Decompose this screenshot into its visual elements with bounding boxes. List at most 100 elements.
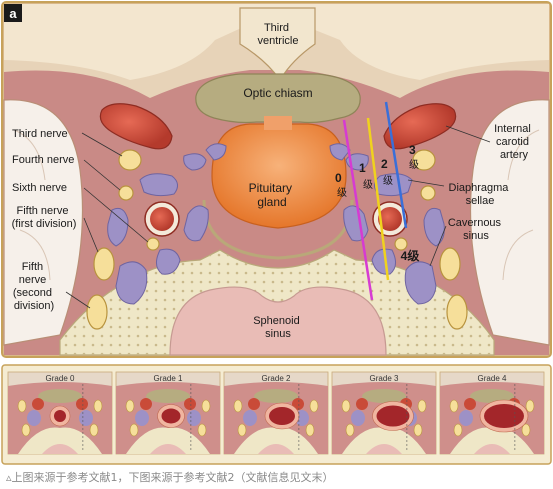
grade-thumbnail-nerve <box>237 423 247 437</box>
sixth-nerve-label: Sixth nerve <box>12 182 67 194</box>
grade-thumbnail-sinus <box>366 444 402 454</box>
grade-thumbnail-nerve <box>197 423 207 437</box>
grade-thumbnail-nerve <box>413 423 423 437</box>
grade-thumbnail-chiasm <box>38 389 82 403</box>
grade-thumbnail-carotid <box>292 398 304 410</box>
grade-thumbnail-vein <box>79 410 93 426</box>
fifth-nerve-first-label: Fifth nerve (first division) <box>12 205 77 230</box>
right-fifth-nerve-second <box>446 294 468 330</box>
grade-thumbnail-nerve <box>525 399 535 413</box>
grade-thumbnail-label: Grade 4 <box>478 374 507 383</box>
right-fifth-nerve-first <box>439 247 461 281</box>
grade-thumbnail-nerve <box>89 423 99 437</box>
grade-thumbnail: Grade 1 <box>115 371 221 455</box>
right-supraclinoid-carotid <box>383 103 457 150</box>
right-sixth-nerve <box>394 237 408 251</box>
pituitary-stalk <box>264 116 292 130</box>
grade-thumbnail-label: Grade 0 <box>46 374 75 383</box>
grade-thumbnail-nerve <box>453 423 463 437</box>
grade-thumbnail-tumor <box>54 410 66 422</box>
grade-label-1: 1 级 <box>359 161 373 191</box>
grade-thumbnail-vein <box>135 410 149 426</box>
third-nerve-label: Third nerve <box>12 128 68 140</box>
grade-thumbnail-sinus <box>150 444 186 454</box>
right-cavernous-carotid <box>378 207 402 231</box>
grade-thumbnail-sinus <box>42 444 78 454</box>
grade-thumbnail-carotid <box>464 398 476 410</box>
cavernous-sinus-label: Cavernous sinus <box>448 217 504 242</box>
grade-thumbnail-chiasm <box>146 389 190 403</box>
grade-thumbnail-nerve <box>341 399 351 413</box>
left-sixth-nerve <box>146 237 160 251</box>
panel-label: a <box>9 6 17 21</box>
intercavernous-vein-left <box>205 143 227 161</box>
grade-thumbnail-tumor <box>484 404 524 428</box>
sphenoid-sinus <box>169 286 387 356</box>
grade-thumbnail-carotid <box>356 398 368 410</box>
grade-thumbnail-vein <box>243 410 257 426</box>
grade-thumbnail-label: Grade 3 <box>370 374 399 383</box>
grade-line-0 <box>342 119 374 301</box>
grade-thumbnail: Grade 0 <box>7 371 113 455</box>
left-fifth-nerve-first <box>93 247 115 281</box>
right-fourth-nerve <box>420 185 436 201</box>
pituitary-gland-label: Pituitary gland <box>249 181 296 209</box>
grade-thumbnail-nerve <box>345 423 355 437</box>
grade-label-2: 2 级 <box>381 157 393 187</box>
top-panel: Third ventricle Optic chiasm Sphenoid si… <box>1 1 552 358</box>
left-cavernous-carotid <box>150 207 174 231</box>
grade-thumbnail-bone <box>126 427 210 454</box>
grade-thumbnail-label: Grade 2 <box>262 374 291 383</box>
grade-thumbnail-bone <box>18 427 102 454</box>
optic-chiasm <box>195 73 361 124</box>
sphenoid-sinus-label: Sphenoid sinus <box>253 315 303 340</box>
grade-thumbnail-chiasm <box>470 389 514 403</box>
fourth-nerve-label: Fourth nerve <box>12 154 74 166</box>
grade-thumbnail-nerve <box>125 399 135 413</box>
right-third-nerve <box>412 149 436 171</box>
grade-thumbnail-tumor <box>376 405 410 427</box>
grade-thumbnail: Grade 2 <box>223 371 329 455</box>
left-fifth-nerve-second <box>86 294 108 330</box>
left-fourth-nerve <box>118 185 134 201</box>
grade-thumbnail-chiasm <box>254 389 298 403</box>
grade-thumbnail-label: Grade 1 <box>154 374 183 383</box>
grade-thumbnail-sinus <box>474 444 510 454</box>
grade-thumbnail-vein <box>27 410 41 426</box>
intercavernous-vein-right <box>329 143 351 161</box>
right-leader-lines <box>407 125 491 267</box>
left-leader-lines <box>65 132 149 309</box>
grade-thumbnail-nerve <box>129 423 139 437</box>
grade-thumbnail: Grade 3 <box>331 371 437 455</box>
left-temporal-lobe <box>3 99 84 346</box>
fifth-nerve-second-label: Fifth nerve (second division) <box>13 261 55 312</box>
grade-thumbnail-bone <box>234 427 318 454</box>
grade-thumbnail-tumor <box>161 408 181 424</box>
brain-upper <box>4 4 549 80</box>
gyri-lines <box>13 129 540 281</box>
diaphragma-sellae-label: Diaphragma sellae <box>449 182 512 207</box>
right-cranial-nerves <box>394 149 468 330</box>
grade-thumbnail-chiasm <box>362 389 406 403</box>
grade-thumbnail: Grade 4 <box>439 371 545 455</box>
third-ventricle-label: Third ventricle <box>258 22 299 47</box>
grade-thumbnail-carotid <box>184 398 196 410</box>
sella-floor <box>202 199 354 260</box>
grade-thumbnail-nerve <box>93 399 103 413</box>
grade-thumbnail-bone <box>342 427 426 454</box>
internal-carotid-artery-label: Internal carotid artery <box>494 123 534 161</box>
grade-thumbnail-sinus <box>258 444 294 454</box>
left-supraclinoid-carotid <box>99 103 173 150</box>
panel-label-box <box>4 4 22 22</box>
grade-label-4: 4级 <box>401 248 420 263</box>
grade-thumbnail-carotid <box>248 398 260 410</box>
optic-chiasm-label: Optic chiasm <box>243 86 312 100</box>
grade-thumbnail-vein <box>459 410 473 426</box>
left-cranial-nerves <box>86 149 160 330</box>
left-cavernous-sinus-veins <box>107 153 209 305</box>
grade-thumbnail-nerve <box>21 423 31 437</box>
grade-label-0: 0 级 <box>335 171 347 199</box>
grade-line-3-4 <box>384 101 408 229</box>
left-third-nerve <box>118 149 142 171</box>
